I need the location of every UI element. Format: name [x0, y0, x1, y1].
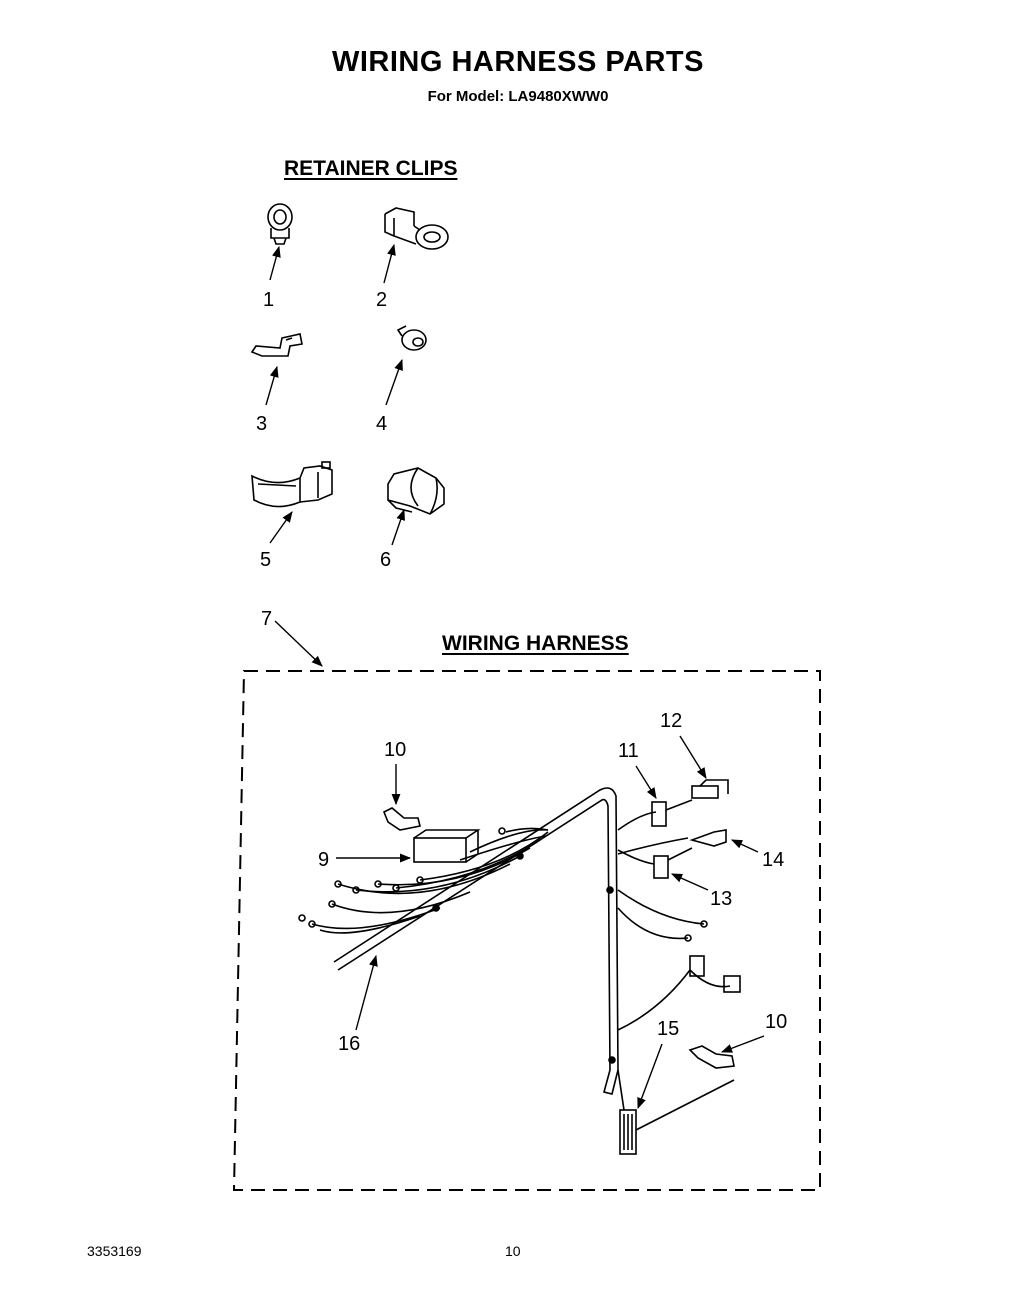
callout-15: 15 [657, 1018, 679, 1040]
callout-10-left: 10 [384, 739, 406, 761]
callout-2: 2 [376, 289, 387, 311]
retainer-clip-3-drawing [250, 333, 303, 357]
page-title: WIRING HARNESS PARTS [332, 46, 704, 78]
callout-4: 4 [376, 413, 387, 435]
retainer-clip-6-drawing [387, 467, 445, 515]
retainer-clip-5-drawing [251, 461, 333, 508]
callout-9: 9 [318, 849, 329, 871]
callout-5: 5 [260, 549, 271, 571]
retainer-clip-1-drawing [267, 203, 293, 245]
retainer-clip-2-drawing [384, 207, 449, 250]
harness-trunk-drawing [298, 779, 741, 1155]
retainer-clip-4-drawing [396, 325, 427, 351]
callout-10-right: 10 [765, 1011, 787, 1033]
callout-16: 16 [338, 1033, 360, 1055]
callout-12: 12 [660, 710, 682, 732]
callout-1: 1 [263, 289, 274, 311]
callout-14: 14 [762, 849, 784, 871]
model-subtitle: For Model: LA9480XWW0 [427, 88, 609, 105]
retainer-clips-heading: RETAINER CLIPS [284, 157, 458, 180]
wiring-harness-heading: WIRING HARNESS [442, 632, 629, 655]
callout-3: 3 [256, 413, 267, 435]
callout-7: 7 [261, 608, 272, 630]
callout-13: 13 [710, 888, 732, 910]
page-number: 10 [505, 1243, 521, 1259]
callout-6: 6 [380, 549, 391, 571]
document-number: 3353169 [87, 1243, 142, 1259]
harness-boundary [232, 670, 821, 1191]
callout-11: 11 [618, 740, 639, 762]
